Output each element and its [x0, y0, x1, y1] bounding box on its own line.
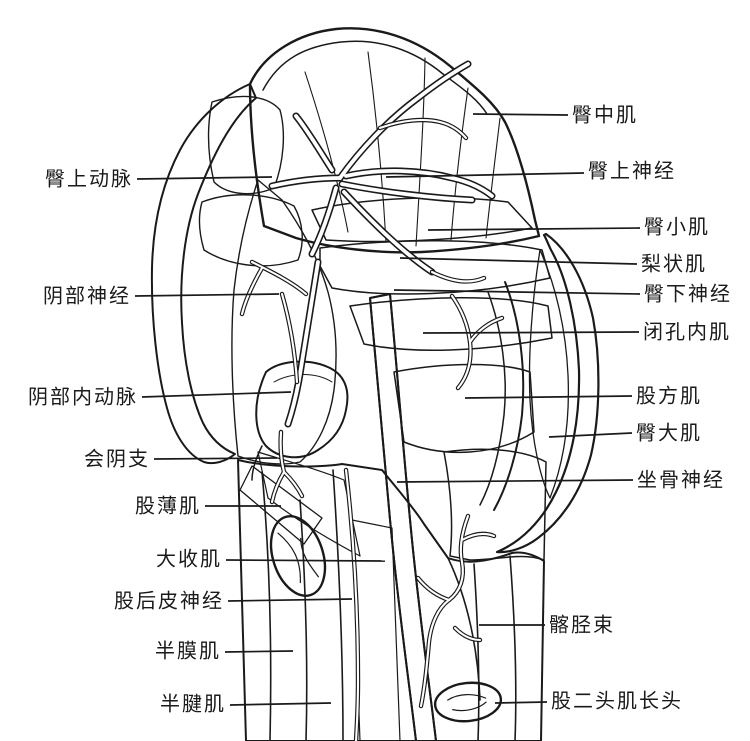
label-gracilis: 股薄肌: [135, 495, 201, 518]
adductor-magnus-leader-line: [225, 559, 386, 562]
label-adductor-magnus: 大收肌: [156, 548, 222, 571]
obturator-internus-leader-line: [422, 331, 640, 334]
superior-gluteal-artery-leader-line: [136, 176, 273, 180]
label-semimembranosus: 半膜肌: [155, 640, 221, 663]
quadratus-femoris-leader-line: [464, 395, 633, 399]
biceps-femoris-long-head-leader-line: [494, 701, 548, 704]
gluteus-minimus-leader-line: [427, 227, 641, 231]
perineal-branch-leader-line: [153, 457, 278, 460]
label-internal-pudendal-artery: 阴部内动脉: [28, 386, 138, 409]
label-biceps-femoris-long-head: 股二头肌长头: [551, 690, 683, 713]
inferior-gluteal-nerve-leader-line: [393, 289, 641, 295]
label-iliotibial-tract: 髂胫束: [549, 614, 615, 637]
piriformis-leader-line: [399, 257, 638, 265]
superior-gluteal-nerve-leader-line: [385, 172, 585, 178]
label-superior-gluteal-artery: 臀上动脉: [45, 168, 133, 191]
gluteus-medius-leader-line: [472, 113, 569, 116]
label-quadratus-femoris: 股方肌: [636, 385, 702, 408]
label-pudendal-nerve: 阴部神经: [43, 285, 131, 308]
internal-pudendal-artery-leader-line: [141, 391, 292, 398]
label-gluteus-medius: 臀中肌: [572, 104, 638, 127]
label-superior-gluteal-nerve: 臀上神经: [588, 160, 676, 183]
label-obturator-internus: 闭孔内肌: [643, 321, 731, 344]
gluteus-maximus-leader-line: [548, 432, 633, 438]
label-sciatic-nerve: 坐骨神经: [637, 469, 725, 492]
label-gluteus-maximus: 臀大肌: [636, 422, 702, 445]
label-piriformis: 梨状肌: [641, 253, 707, 276]
posterior-femoral-cutaneous-nerve-leader-line: [227, 598, 353, 602]
semimembranosus-leader-line: [224, 650, 294, 653]
label-posterior-femoral-cutaneous-nerve: 股后皮神经: [114, 590, 224, 613]
label-perineal-branch: 会阴支: [84, 448, 150, 471]
sciatic-nerve-leader-line: [396, 479, 634, 483]
label-semitendinosus: 半腱肌: [160, 693, 226, 716]
semitendinosus-leader-line: [229, 702, 332, 706]
label-gluteus-minimus: 臀小肌: [644, 216, 710, 239]
label-inferior-gluteal-nerve: 臀下神经: [644, 283, 732, 306]
pudendal-nerve-leader-line: [134, 293, 280, 297]
